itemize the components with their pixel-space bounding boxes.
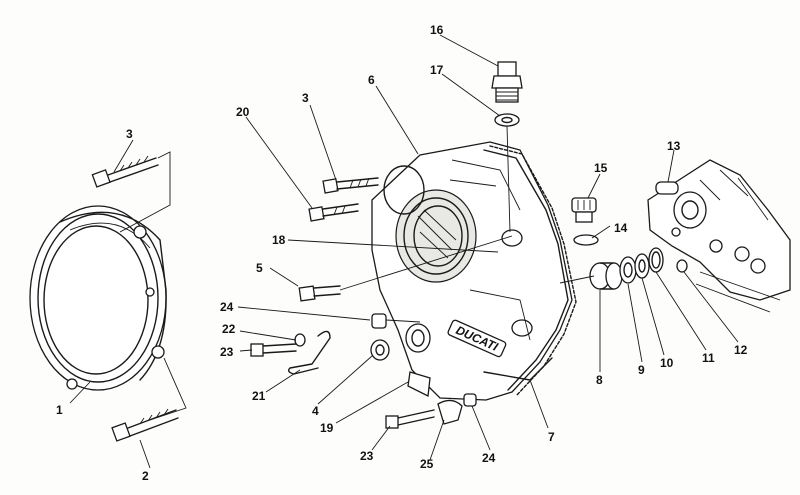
part-17-washer	[494, 113, 520, 127]
part-13-dowel-and-crankcase	[647, 159, 791, 313]
part-23-bolt-lower	[385, 409, 435, 429]
callout-17: 17	[430, 63, 444, 77]
callout-7: 7	[548, 430, 555, 444]
part-23-bolt-upper	[250, 343, 297, 357]
callout-14: 14	[614, 221, 628, 235]
callout-4: 4	[312, 404, 319, 418]
callout-9: 9	[638, 363, 645, 377]
callout-18: 18	[272, 233, 286, 247]
callout-25: 25	[420, 457, 434, 471]
part-11-circlip	[648, 247, 664, 273]
callout-15: 15	[594, 161, 608, 175]
callout-3: 3	[302, 91, 309, 105]
part-12-o-ring	[676, 259, 688, 273]
callout-19: 19	[320, 421, 334, 435]
callout-3: 3	[126, 127, 133, 141]
callout-6: 6	[368, 73, 375, 87]
callout-16: 16	[430, 23, 444, 37]
callout-12: 12	[734, 343, 748, 357]
part-8-bushing	[589, 262, 623, 290]
part-4-seal-ring	[370, 339, 390, 361]
callout-23: 23	[360, 449, 374, 463]
part-5-bolt	[298, 285, 341, 302]
part-20-bolt	[308, 203, 359, 222]
callout-13: 13	[667, 139, 681, 153]
part-3-bolt-left	[91, 155, 159, 188]
callout-23: 23	[220, 345, 234, 359]
part-16-sender-switch	[491, 61, 523, 103]
part-25-clamp	[437, 399, 463, 425]
callout-11: 11	[702, 351, 715, 365]
callout-5: 5	[256, 261, 263, 275]
part-24-spacer-upper	[371, 313, 387, 329]
callout-leaders	[69, 34, 739, 469]
part-19-cable-guide	[407, 371, 431, 397]
part-1-clutch-cover	[29, 205, 167, 391]
callout-22: 22	[222, 322, 236, 336]
callout-24: 24	[220, 300, 234, 314]
part-6-crankcase-cover: DUCATI	[371, 141, 577, 401]
callout-10: 10	[660, 356, 674, 370]
part-15-filler-cap	[571, 197, 597, 223]
part-3-bolt-upper	[322, 177, 379, 194]
part-10-spring-washer	[634, 253, 650, 279]
callout-labels: 1 2 3 3 4 5 6 7 8 9 10 11 12 13 14 15 16…	[56, 23, 748, 483]
part-9-seal	[619, 256, 637, 284]
part-24-spacer-lower	[463, 393, 477, 407]
callout-21: 21	[252, 389, 266, 403]
part-2-bolt	[111, 408, 179, 442]
callout-2: 2	[142, 469, 149, 483]
callout-8: 8	[596, 373, 603, 387]
part-21-wire-clip	[287, 330, 331, 375]
callout-1: 1	[56, 403, 63, 417]
callout-20: 20	[236, 105, 250, 119]
callout-24: 24	[482, 451, 496, 465]
